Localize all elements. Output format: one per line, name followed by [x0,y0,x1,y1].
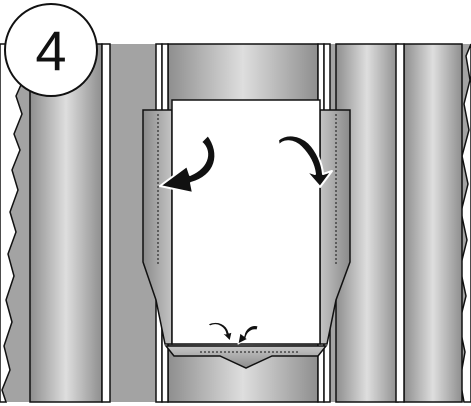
electrical-box-assembly [142,99,351,369]
fold-arrows [159,134,333,345]
stud-bay-1 [29,43,103,403]
stud-1 [101,43,111,403]
stud-4 [395,43,405,403]
step-number-badge: 4 [4,3,98,97]
small-curved-arrow-icon-left [207,321,233,342]
small-curved-arrow-icon-right [237,325,259,345]
torn-left-edge [0,43,25,403]
curved-arrow-down-right-icon [277,134,333,188]
step-number: 4 [35,19,67,82]
curved-arrow-down-left-icon [159,134,217,194]
stud-bay-4 [403,43,463,403]
